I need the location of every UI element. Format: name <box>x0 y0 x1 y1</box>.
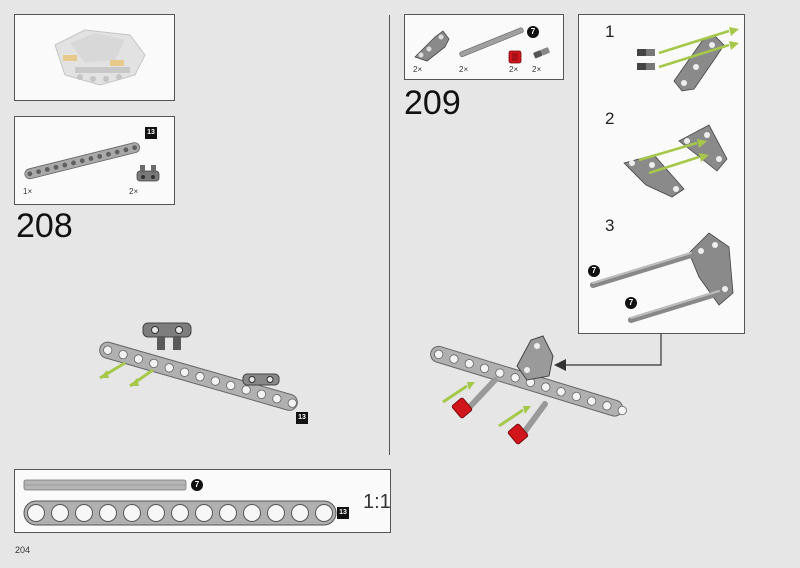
red-bushing-2 <box>507 423 529 445</box>
substep-2-number: 2 <box>605 109 615 128</box>
step-209-assembly-illustration <box>430 335 627 445</box>
pin-axle-part <box>533 47 550 59</box>
angled-frame-part <box>414 30 450 62</box>
substep-panel: 1 2 3 <box>578 14 745 334</box>
pin-qty-label: 2× <box>532 65 542 74</box>
callout-arrow <box>554 334 662 371</box>
step-209-number: 209 <box>404 84 461 122</box>
step-209-parts-panel: 7 2× 2× 2× 2× <box>404 14 564 80</box>
scale-axle-7 <box>23 479 187 491</box>
bushing-qty-label: 2× <box>509 65 519 74</box>
beam-qty-label: 1× <box>23 187 33 196</box>
page-divider <box>389 15 390 455</box>
step-208-assembly-illustration <box>99 322 298 411</box>
page-number: 204 <box>15 545 31 555</box>
model-thumbnail-illustration <box>54 29 146 86</box>
connector-qty-label: 2× <box>129 187 139 196</box>
scale-ratio-label: 1:1 <box>363 491 391 513</box>
double-pin-connector-part <box>136 165 160 182</box>
model-thumbnail-panel <box>14 14 175 101</box>
scale-reference-panel: 7 13 1:1 <box>14 469 391 533</box>
substep-1-number: 1 <box>605 22 615 41</box>
substep-1-art <box>637 27 739 92</box>
axle-part <box>459 27 524 58</box>
substep-3-number: 3 <box>605 216 615 235</box>
step-209-parts-illustration <box>414 27 550 64</box>
beam-13-part <box>24 142 160 182</box>
beam-length-badge: 13 <box>145 127 157 139</box>
step-208-number: 208 <box>16 207 73 245</box>
substep-3-axle-badge-2: 7 <box>625 297 637 309</box>
assembly-208-badge: 13 <box>296 412 308 424</box>
scale-beam-badge: 13 <box>337 507 349 519</box>
axle-qty-label: 2× <box>459 65 469 74</box>
substep-3-axle-badge-1: 7 <box>588 265 600 277</box>
axle-length-badge: 7 <box>527 26 539 38</box>
step-208-parts-panel: 13 1× 2× <box>14 116 175 205</box>
scale-beam-13 <box>23 500 337 526</box>
substep-illustrations <box>590 27 739 323</box>
frame-qty-label: 2× <box>413 65 423 74</box>
substep-2-art <box>623 124 728 198</box>
substep-3-art <box>590 232 734 323</box>
red-bushing-part <box>508 50 522 64</box>
red-bushing-1 <box>451 397 473 419</box>
scale-axle-badge: 7 <box>191 479 203 491</box>
